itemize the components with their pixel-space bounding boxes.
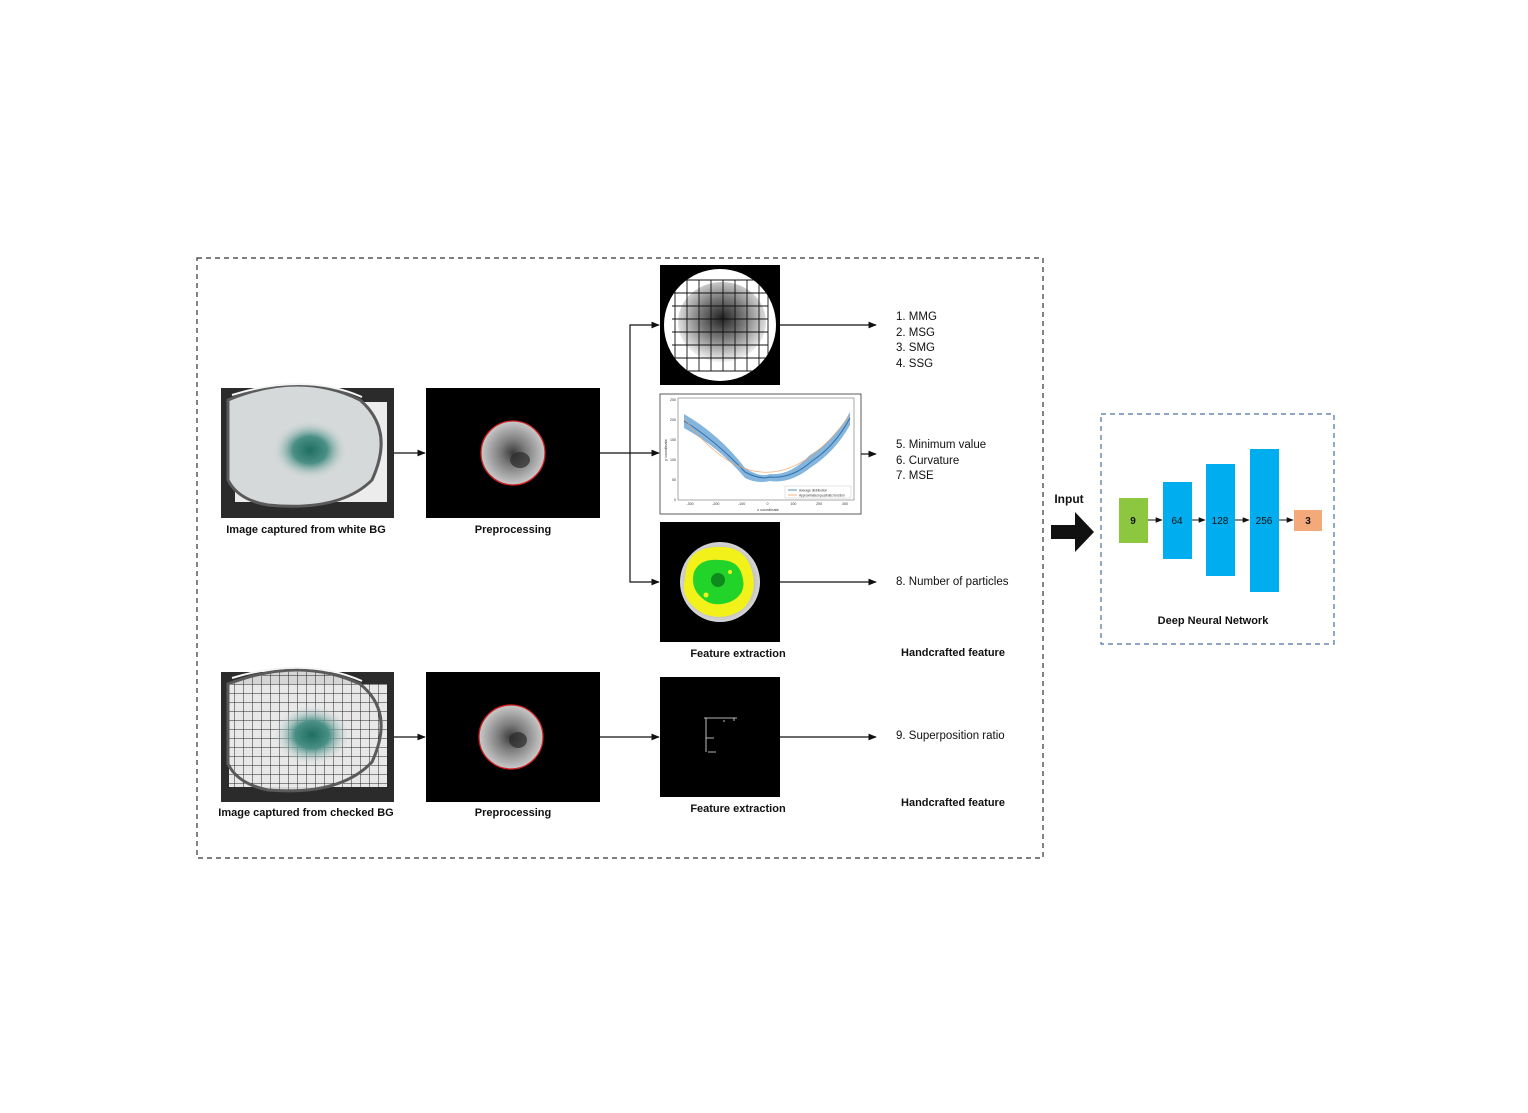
feature-group-distribution: 5. Minimum value 6. Curvature 7. MSE: [896, 438, 986, 485]
layer-output-label: 3: [1305, 516, 1311, 527]
layer-input-label: 9: [1130, 516, 1136, 527]
row1-capture-label: Image captured from white BG: [226, 524, 386, 536]
feature-item: 7. MSE: [896, 470, 934, 482]
chart-y-ticks: 250 200 150 100 50 0: [670, 398, 676, 502]
chart-y-tick: 50: [672, 478, 676, 482]
row2-preprocess-label: Preprocessing: [474, 807, 552, 819]
layer-hidden-1-label: 64: [1171, 516, 1183, 527]
chart-y-tick: 150: [670, 438, 676, 442]
chart-legend-box: [784, 485, 852, 499]
particle-feature-image: [660, 522, 780, 642]
chart-x-tick: -100: [738, 502, 745, 506]
row2-extraction-label: Feature extraction: [690, 803, 786, 815]
chart-x-tick: 0: [767, 502, 769, 506]
chart-x-tick: 200: [816, 502, 822, 506]
feature-item: 9. Superposition ratio: [896, 730, 1005, 742]
layer-hidden-1: [1163, 482, 1192, 559]
chart-x-ticks: -300 -200 -100 0 100 200 300: [686, 502, 848, 506]
feature-item: 8. Number of particles: [896, 576, 1009, 588]
chart-x-label: x coordinate: [757, 507, 780, 512]
superposition-feature-image: [660, 677, 780, 797]
chart-y-tick: 250: [670, 398, 676, 402]
feature-item: 1. MMG: [896, 311, 937, 323]
chart-x-tick: -200: [712, 502, 719, 506]
feature-group-superposition: 9. Superposition ratio: [896, 729, 1005, 745]
grid-feature-image: [660, 265, 780, 385]
feature-item: 6. Curvature: [896, 454, 960, 467]
layer-hidden-3: [1250, 449, 1279, 592]
chart-legend-quadratic: Approximated quadratic function: [799, 494, 845, 498]
flow-arrows: [394, 321, 877, 741]
feature-item: 2. MSG: [896, 326, 935, 339]
input-arrow: [1051, 512, 1094, 552]
chart-x-tick: 100: [790, 502, 796, 506]
pipeline-frame: [196, 257, 1044, 859]
checked-bg-preprocessed: [426, 672, 600, 802]
chart-y-tick: 0: [674, 498, 676, 502]
row1-handcrafted-label: Handcrafted feature: [901, 647, 1005, 659]
chart-average-line: [683, 417, 851, 479]
distribution-chart: Average distribution Approximated quadra…: [659, 393, 862, 515]
chart-quadratic-line: [683, 414, 851, 473]
layer-hidden-2: [1206, 464, 1235, 576]
row1-extraction-label: Feature extraction: [690, 648, 786, 660]
row1-preprocess-label: Preprocessing: [474, 524, 552, 536]
checked-bg-photo: [221, 666, 394, 802]
layer-hidden-2-label: 128: [1212, 516, 1229, 527]
layer-input: [1119, 498, 1148, 543]
chart-x-tick: 300: [842, 502, 848, 506]
input-label: Input: [1054, 492, 1084, 506]
feature-group-grid: 1. MMG 2. MSG 3. SMG 4. SSG: [896, 310, 937, 372]
chart-y-label: y coordinate: [663, 438, 668, 461]
white-bg-preprocessed: [426, 388, 600, 518]
network-diagram: 9 64 128 256 3: [1119, 449, 1322, 592]
white-bg-photo: [221, 383, 394, 518]
row2-capture-label: Image captured from checked BG: [218, 807, 394, 819]
network-title: Deep Neural Network: [1157, 615, 1269, 627]
feature-item: 3. SMG: [896, 342, 935, 354]
layer-hidden-3-label: 256: [1256, 516, 1273, 527]
feature-item: 4. SSG: [896, 357, 934, 370]
layer-output: [1294, 510, 1322, 531]
feature-group-particles: 8. Number of particles: [896, 575, 1009, 591]
network-frame: [1100, 413, 1335, 645]
chart-y-tick: 200: [670, 418, 676, 422]
chart-y-tick: 100: [670, 458, 676, 462]
chart-x-tick: -300: [686, 502, 693, 506]
row2-handcrafted-label: Handcrafted feature: [901, 797, 1005, 809]
feature-item: 5. Minimum value: [896, 439, 987, 451]
chart-legend-average: Average distribution: [799, 489, 827, 493]
